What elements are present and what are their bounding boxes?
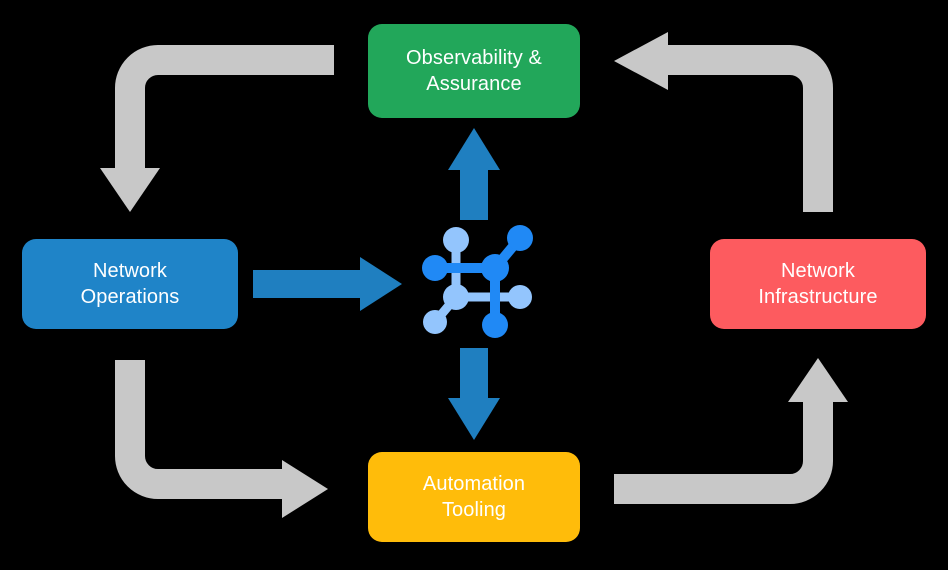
arrow-netops-to-automation — [115, 360, 328, 518]
arrow-automation-to-netinfra — [614, 358, 848, 504]
node-automation-tooling-label: Automation Tooling — [422, 472, 526, 521]
arrow-netops-to-center — [253, 257, 402, 311]
node-network-operations-label: Network Operations — [80, 259, 180, 308]
node-observability-label: Observability & Assurance — [406, 46, 542, 95]
arrow-netinfra-to-observability — [614, 32, 833, 212]
arrow-center-to-observability — [448, 128, 500, 220]
arrow-observability-to-netops — [100, 45, 334, 212]
node-network-infrastructure[interactable]: Network Infrastructure — [710, 239, 926, 329]
node-automation-tooling[interactable]: Automation Tooling — [368, 452, 580, 542]
node-network-infrastructure-label: Network Infrastructure — [758, 259, 878, 308]
arrow-center-to-automation — [448, 348, 500, 440]
node-network-operations[interactable]: Network Operations — [22, 239, 238, 329]
node-observability-assurance[interactable]: Observability & Assurance — [368, 24, 580, 118]
